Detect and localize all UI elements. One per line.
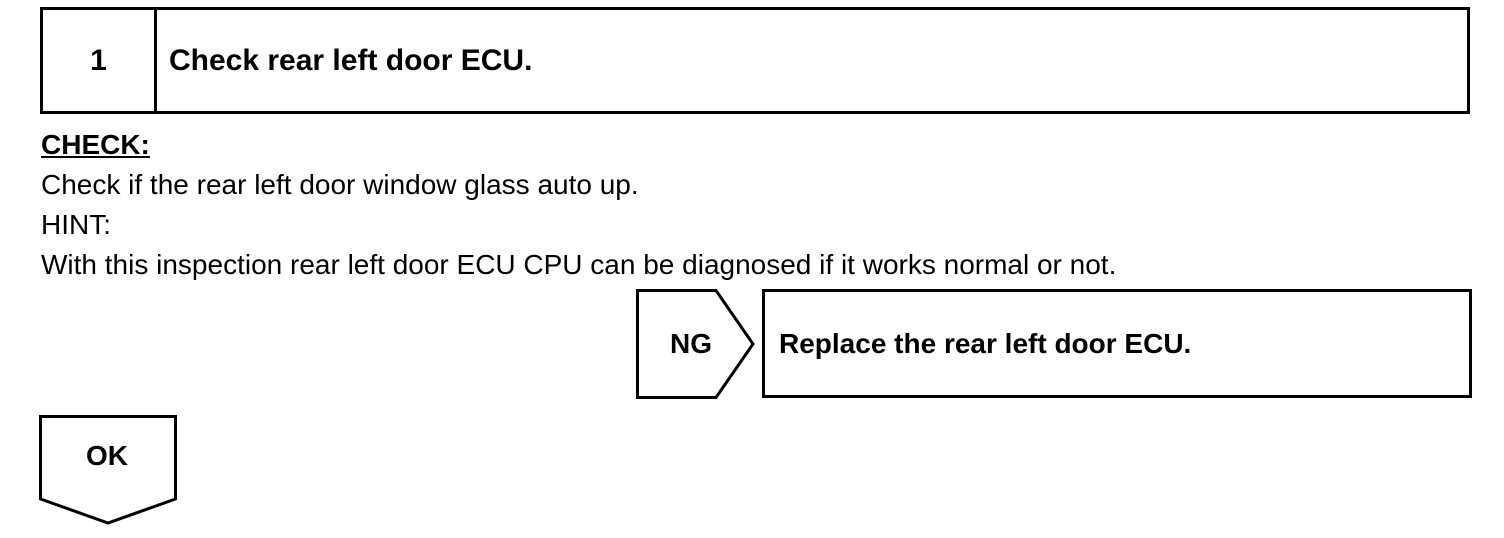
ng-result-text: Replace the rear left door ECU.: [779, 327, 1192, 359]
step-title: Check rear left door ECU.: [169, 43, 533, 77]
step-number: 1: [43, 10, 157, 111]
ok-arrow-icon: [39, 415, 177, 525]
ng-arrow-icon: [636, 289, 755, 399]
check-label: CHECK:: [41, 129, 150, 160]
ok-label: OK: [86, 440, 128, 471]
ng-label: NG: [670, 327, 712, 359]
check-instruction: Check if the rear left door window glass…: [41, 169, 639, 200]
hint-label: HINT:: [41, 209, 111, 240]
ng-result-box: Replace the rear left door ECU.: [762, 289, 1472, 398]
step-header: 1 Check rear left door ECU.: [40, 7, 1470, 114]
hint-text: With this inspection rear left door ECU …: [41, 249, 1117, 280]
